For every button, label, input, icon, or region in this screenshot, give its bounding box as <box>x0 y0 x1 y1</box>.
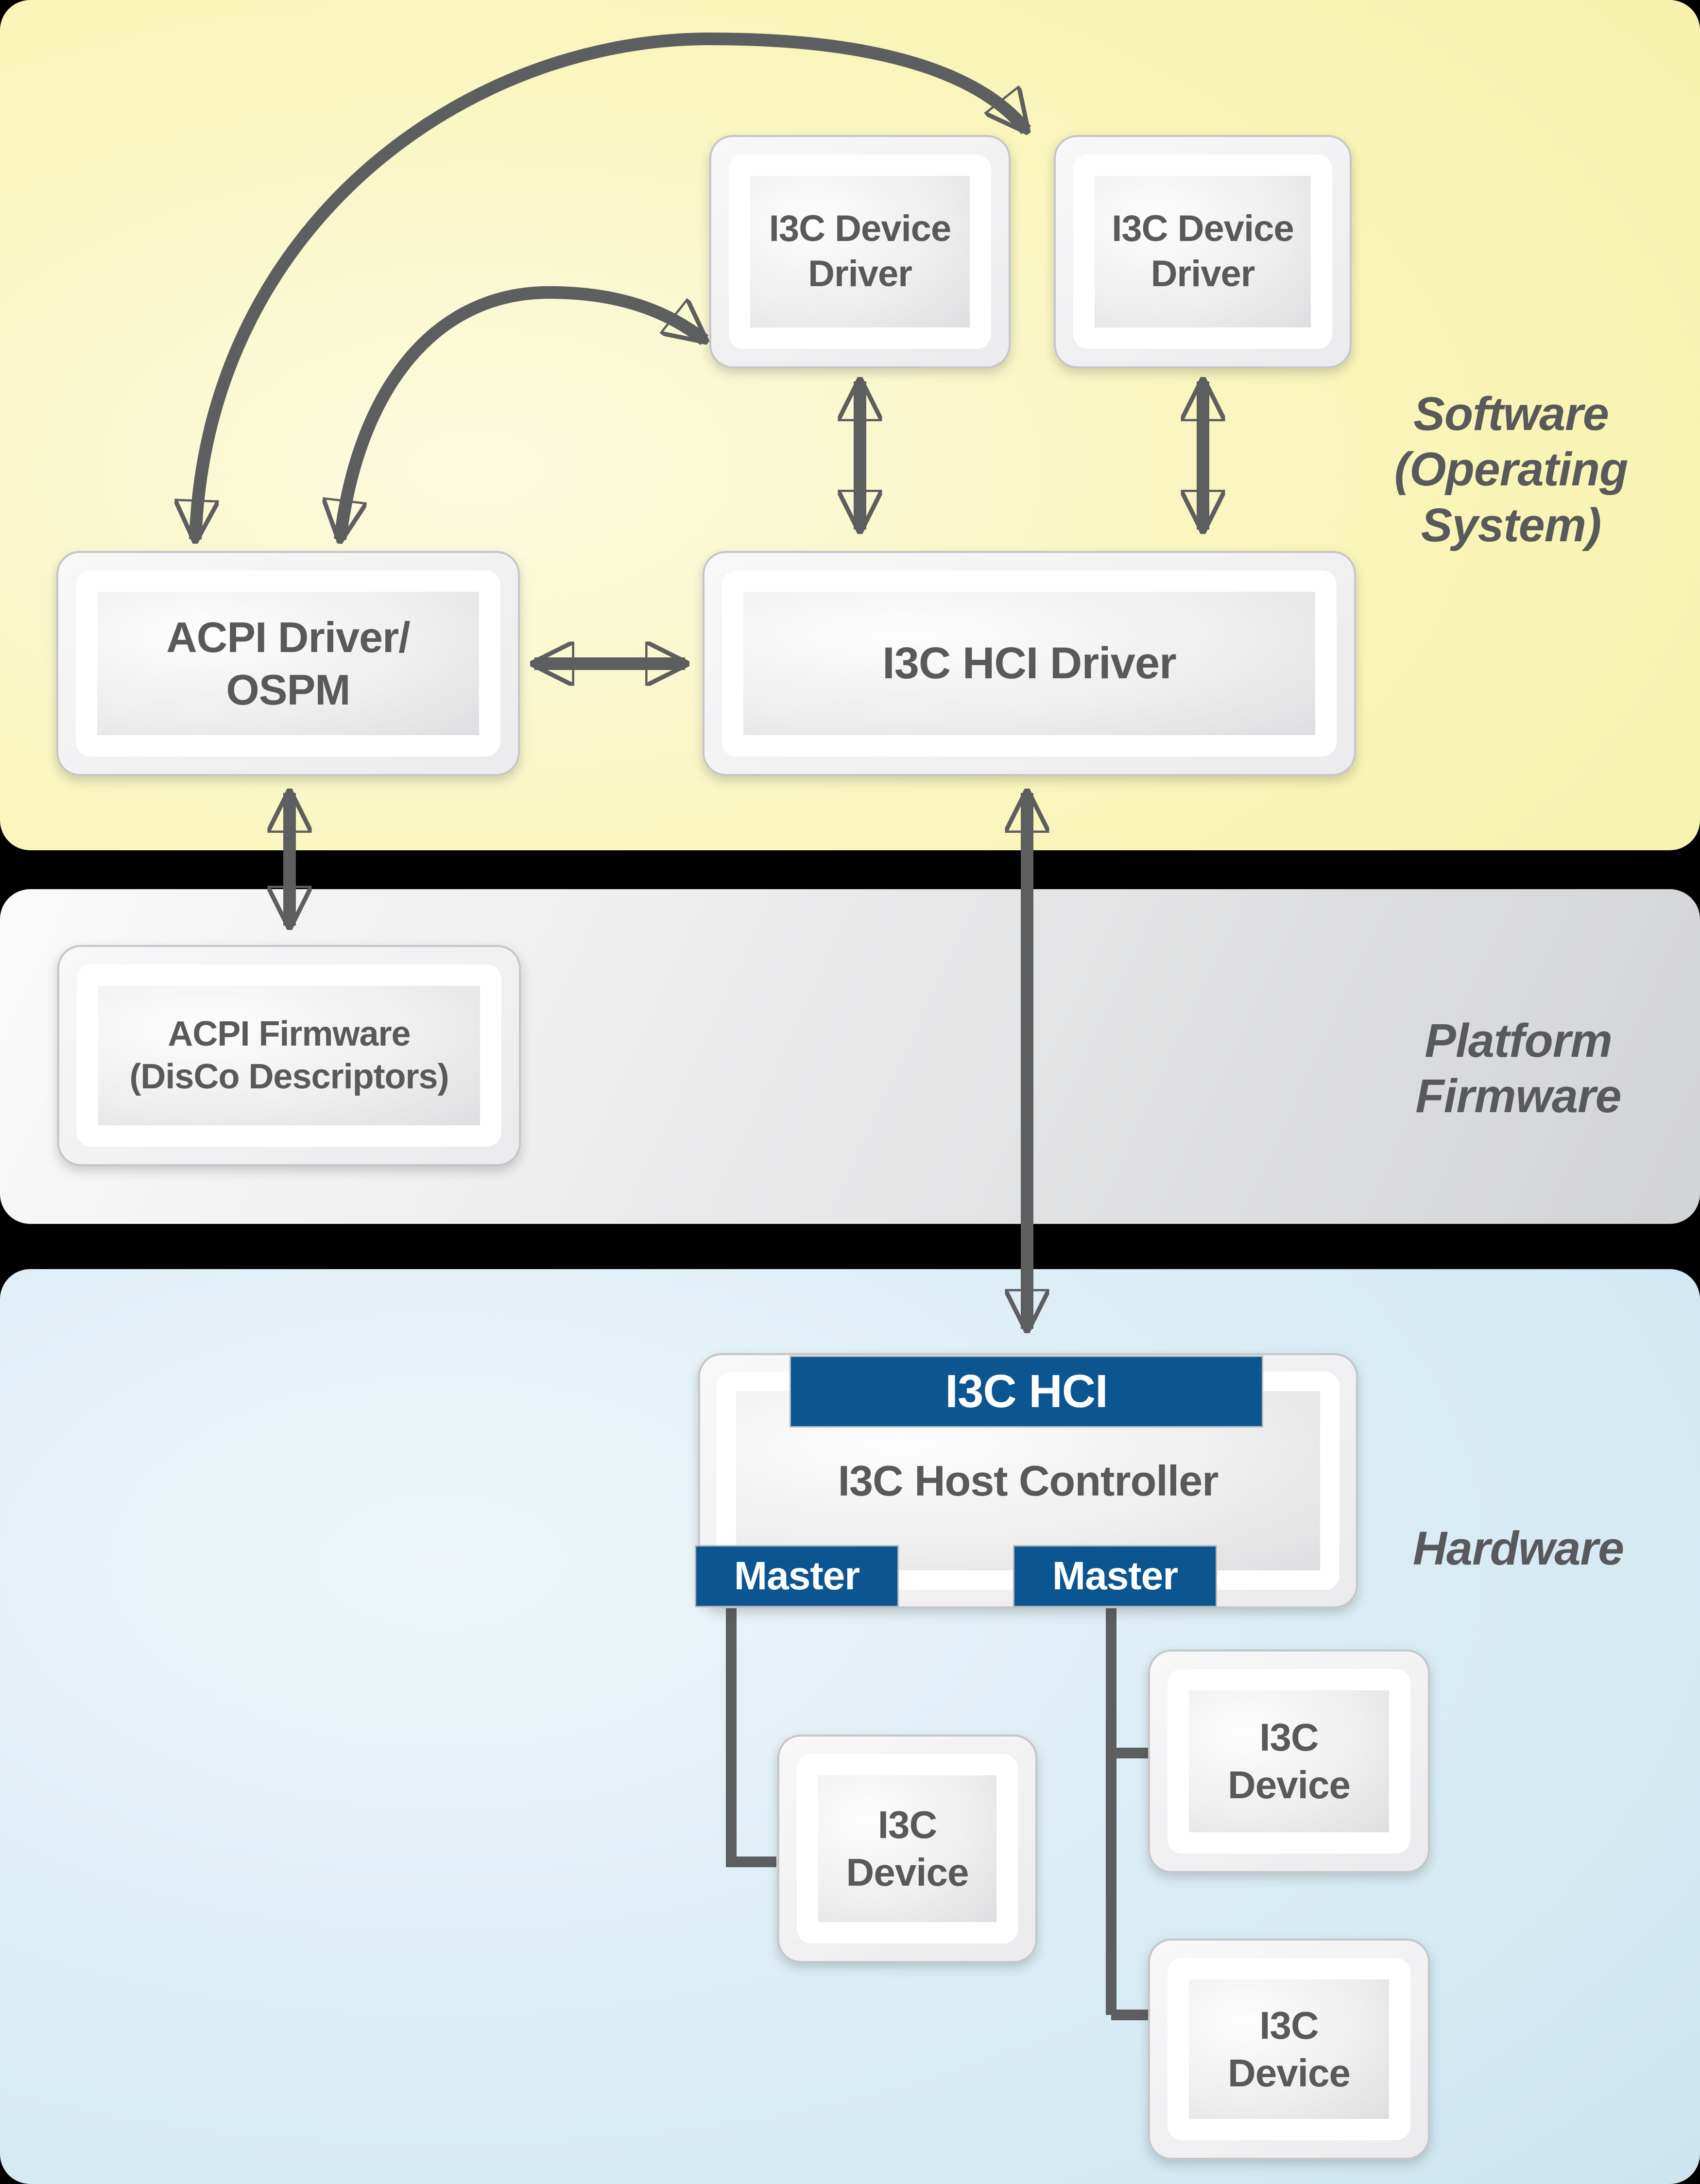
hardware-band-label: Hardware <box>1412 1522 1624 1575</box>
i3c-device-1-ring: I3C Device <box>797 1754 1018 1943</box>
i3c-device-3-ring: I3C Device <box>1168 1958 1410 2140</box>
i3c-device-1-box: I3C Device <box>777 1735 1037 1963</box>
i3c-device-driver-2-ring: I3C Device Driver <box>1073 155 1332 349</box>
acpi-driver-ospm-box: ACPI Driver/ OSPM <box>56 551 520 776</box>
software-band-label: Software (Operating System) <box>1394 387 1628 551</box>
acpi-firmware-ring: ACPI Firmware (DisCo Descriptors) <box>77 964 501 1147</box>
wire-master1-to-device1 <box>726 1606 776 1867</box>
acpi-driver-ospm-ring: ACPI Driver/ OSPM <box>76 570 500 757</box>
i3c-hci-badge: I3C HCI <box>790 1356 1263 1427</box>
master-2-badge: Master <box>1013 1545 1217 1607</box>
i3c-hci-driver-ring: I3C HCI Driver <box>722 570 1337 757</box>
i3c-device-2-box: I3C Device <box>1148 1650 1430 1873</box>
acpi-driver-ospm-label: ACPI Driver/ OSPM <box>97 592 479 735</box>
i3c-device-2-ring: I3C Device <box>1168 1669 1410 1854</box>
i3c-device-driver-1-box: I3C Device Driver <box>709 135 1011 368</box>
i3c-device-driver-2-label: I3C Device Driver <box>1095 176 1311 327</box>
master-1-badge: Master <box>695 1545 899 1607</box>
i3c-device-driver-1-ring: I3C Device Driver <box>729 155 991 349</box>
i3c-device-3-box: I3C Device <box>1148 1939 1430 2160</box>
acpi-firmware-box: ACPI Firmware (DisCo Descriptors) <box>57 945 521 1166</box>
i3c-hci-driver-label: I3C HCI Driver <box>743 592 1315 735</box>
i3c-device-3-label: I3C Device <box>1189 1979 1389 2119</box>
acpi-firmware-label: ACPI Firmware (DisCo Descriptors) <box>98 986 480 1125</box>
i3c-hci-driver-box: I3C HCI Driver <box>703 551 1356 776</box>
i3c-device-driver-1-label: I3C Device Driver <box>750 176 970 327</box>
arc-acpi-to-device-driver-2 <box>195 32 1026 539</box>
platform-firmware-band-label: Platform Firmware <box>1415 1014 1621 1123</box>
arc-acpi-to-device-driver-1 <box>340 286 704 539</box>
i3c-device-2-label: I3C Device <box>1189 1690 1389 1832</box>
i3c-device-driver-2-box: I3C Device Driver <box>1054 135 1352 368</box>
i3c-device-1-label: I3C Device <box>818 1775 996 1922</box>
wire-master2-bus <box>1106 1606 1148 2020</box>
